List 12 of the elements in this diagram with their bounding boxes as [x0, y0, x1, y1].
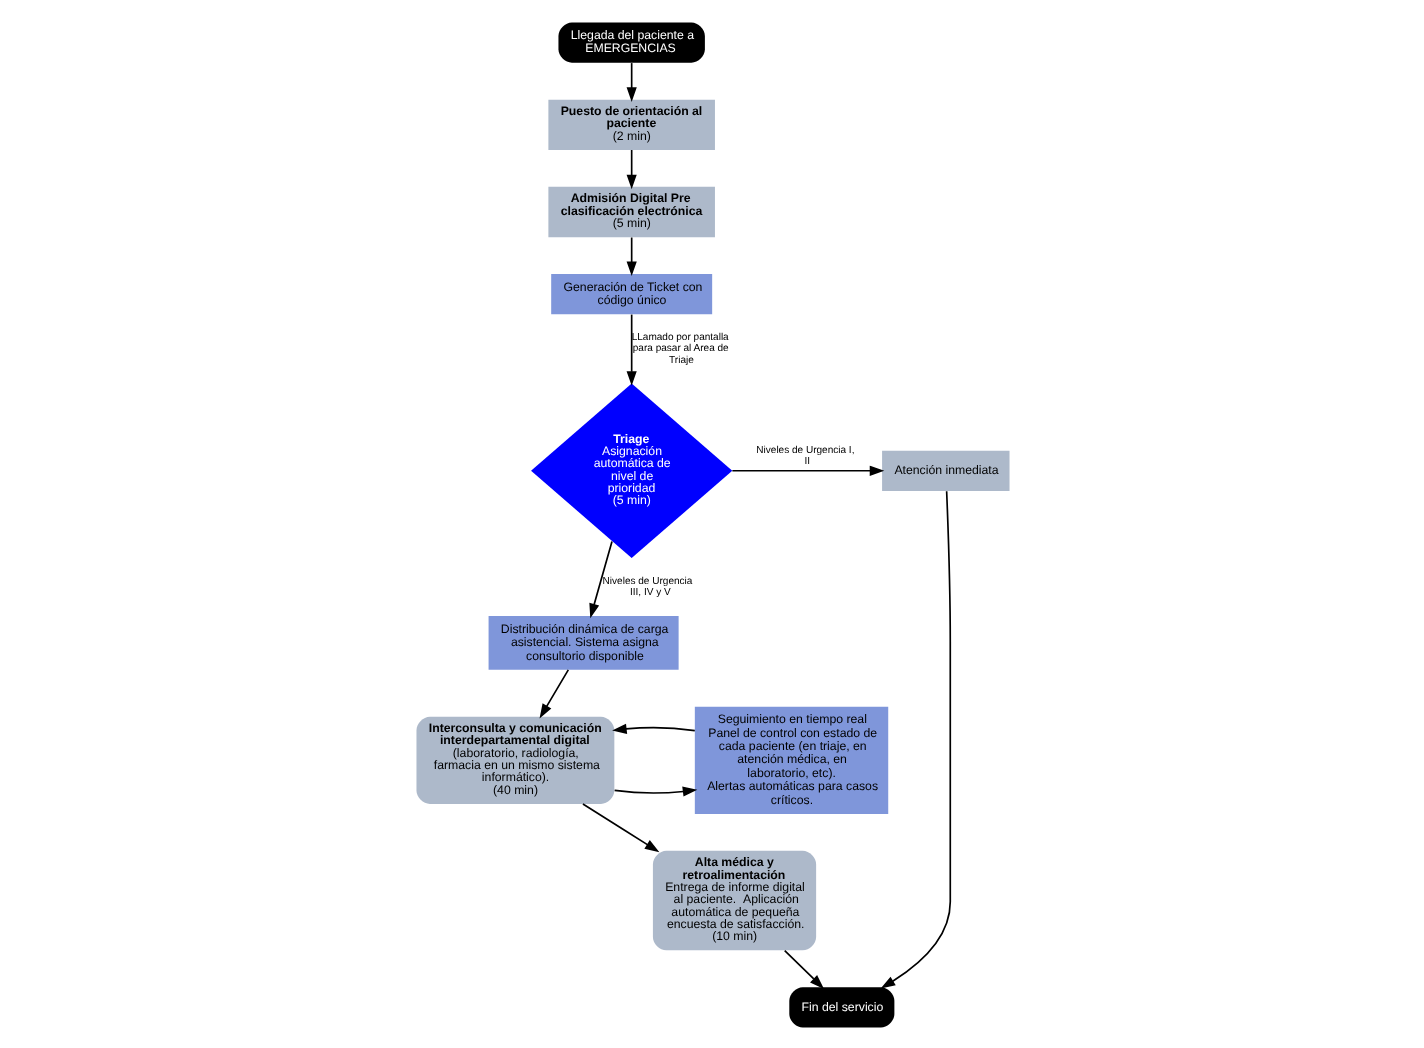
arrow	[611, 722, 695, 733]
arrow	[625, 148, 636, 189]
arrow	[625, 312, 636, 385]
arrow	[625, 61, 636, 101]
arrow	[625, 235, 636, 276]
arrow	[879, 489, 951, 988]
arrow	[730, 464, 884, 475]
arrow	[538, 668, 569, 718]
arrow	[588, 539, 612, 618]
arrow	[782, 948, 824, 988]
arrow	[612, 785, 697, 796]
arrow	[581, 802, 659, 852]
